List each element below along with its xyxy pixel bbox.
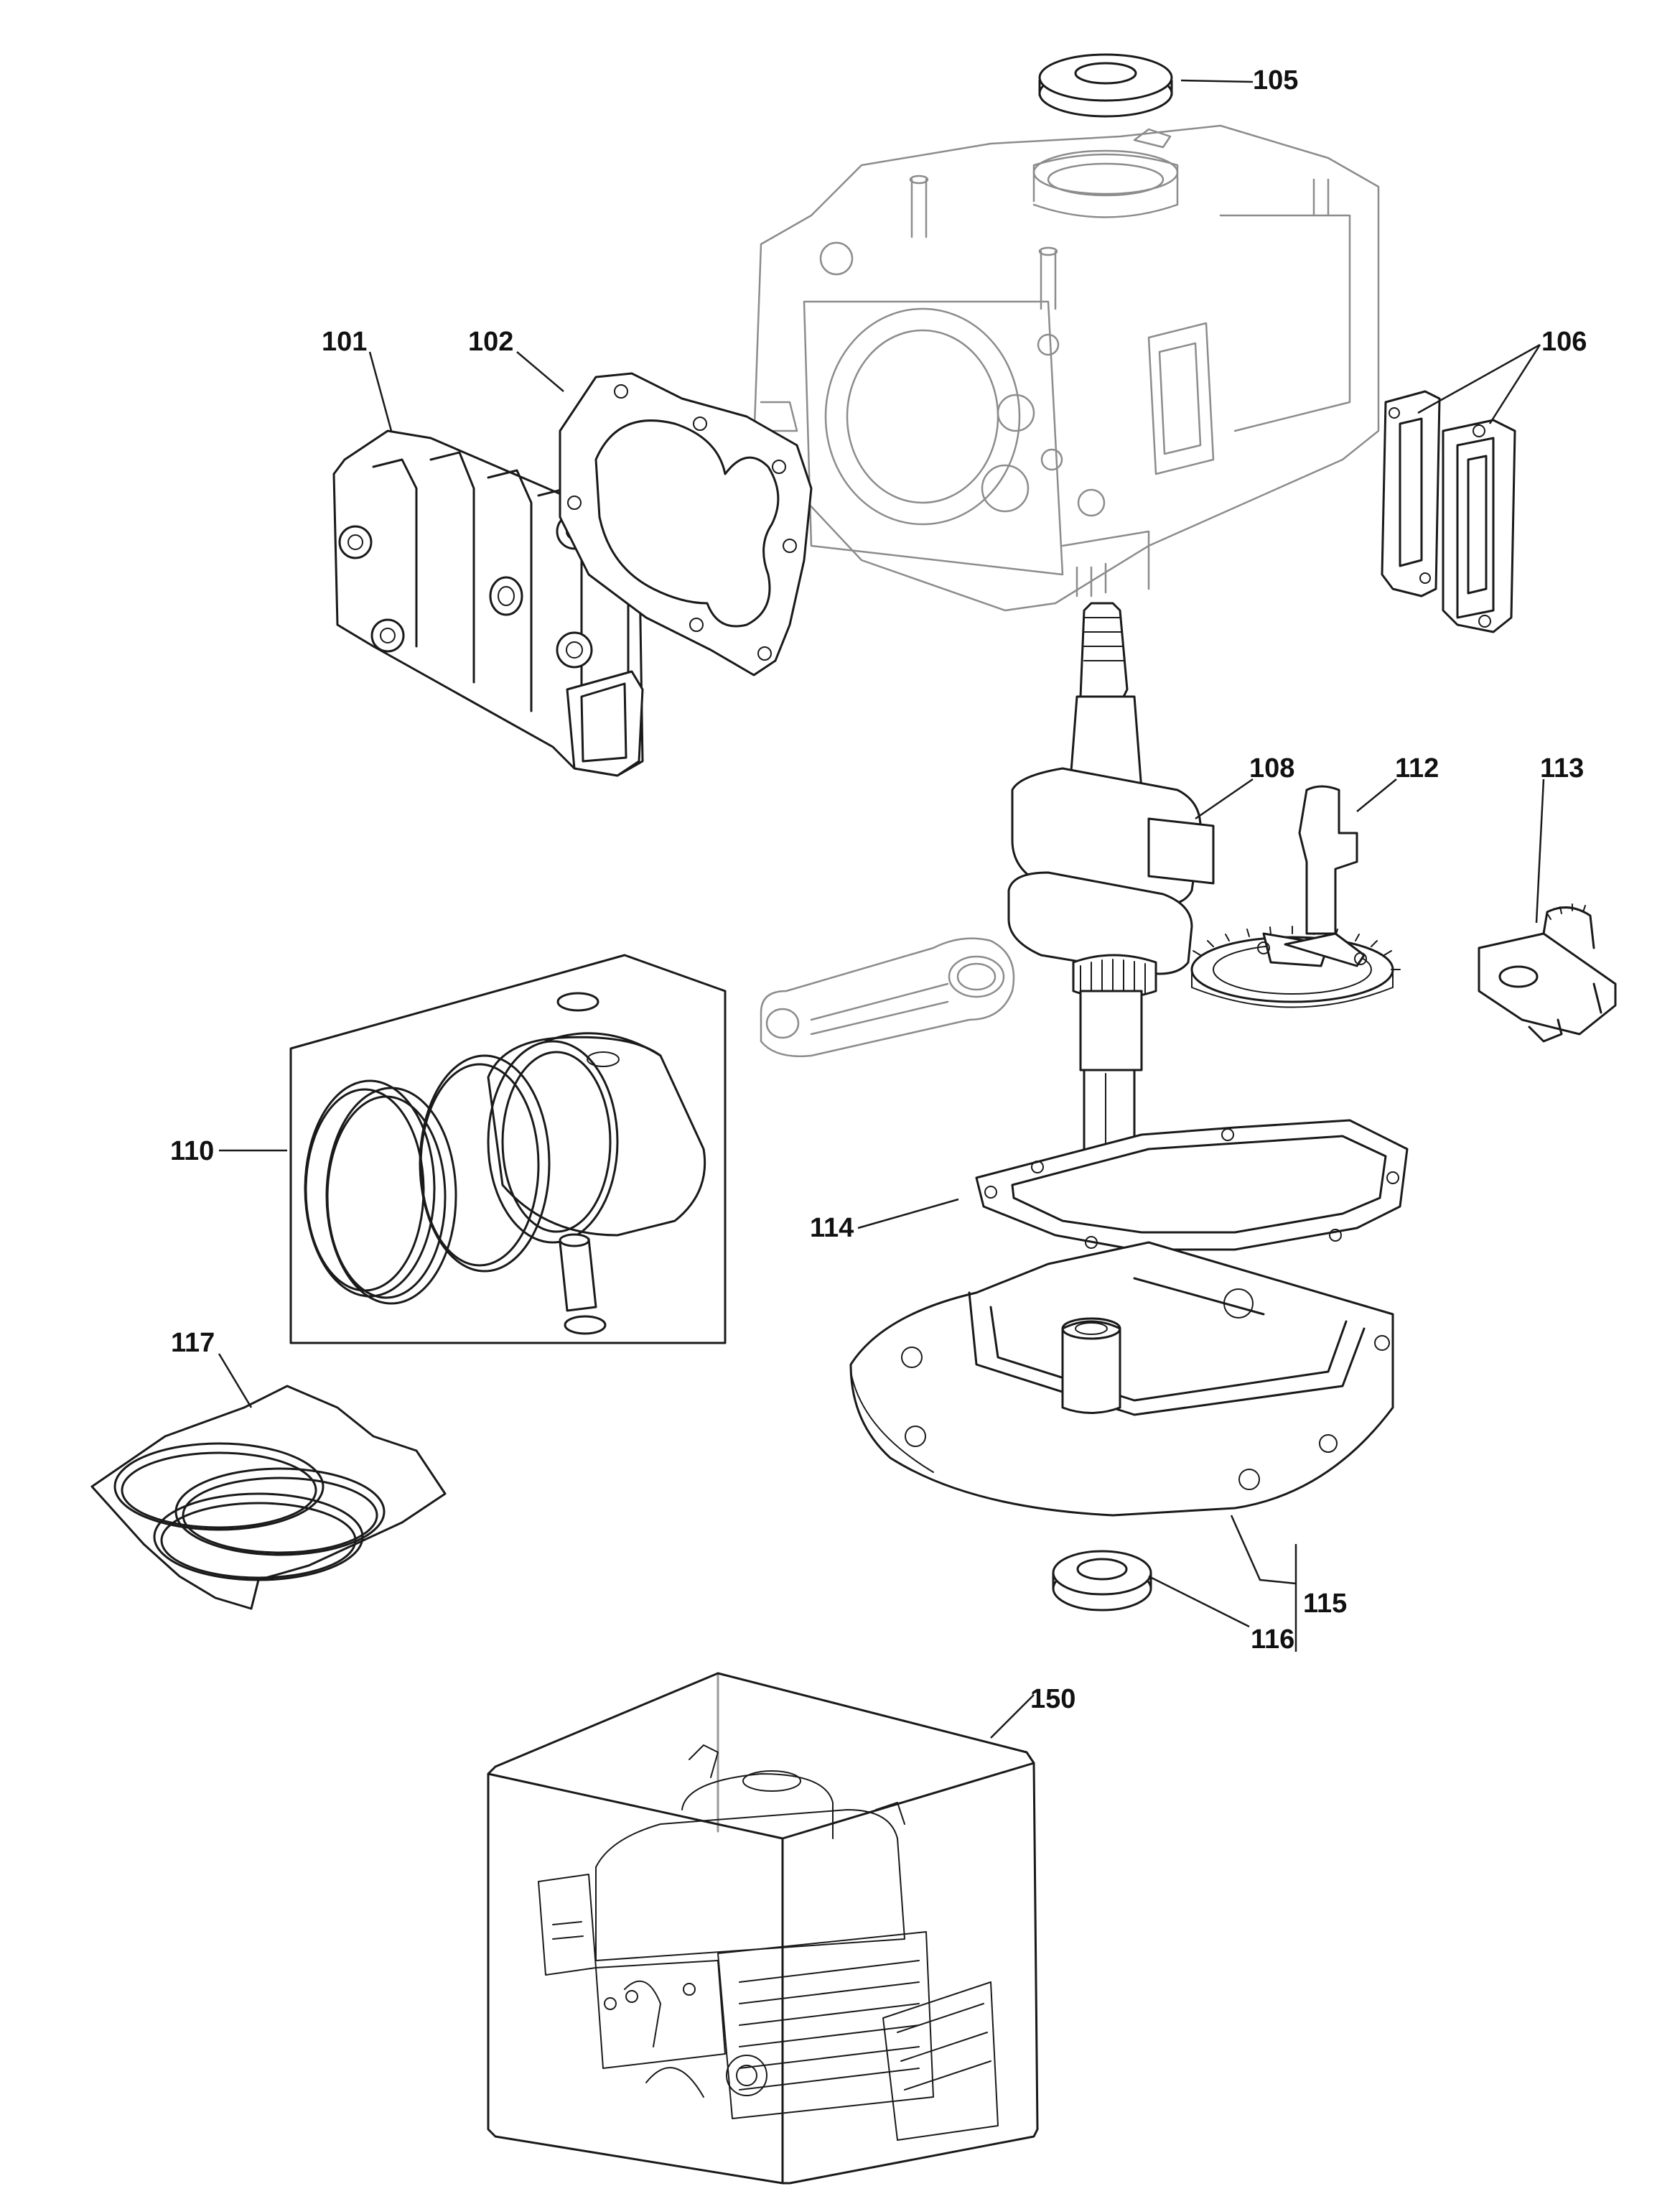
part-114-crankcase-gasket[interactable] <box>975 1119 1409 1251</box>
part-106-breather-gasket[interactable] <box>1381 390 1441 598</box>
leader-112 <box>1356 778 1397 812</box>
label-105: 105 <box>1253 65 1298 96</box>
label-112: 112 <box>1395 753 1439 784</box>
label-106: 106 <box>1541 327 1587 357</box>
leader-102 <box>516 351 564 392</box>
crankcase-block <box>752 124 1380 612</box>
part-113-governor-assembly[interactable] <box>1478 903 1617 1043</box>
part-116-oil-seal[interactable] <box>1052 1550 1152 1612</box>
label-150: 150 <box>1030 1684 1075 1714</box>
leader-117 <box>218 1353 253 1408</box>
part-112-camshaft[interactable] <box>1190 785 1401 1008</box>
label-115: 115 <box>1303 1589 1347 1619</box>
part-117-piston-ring-set[interactable] <box>90 1385 447 1610</box>
leader-108 <box>1195 778 1254 820</box>
part-106-breather-cover[interactable] <box>1442 419 1516 633</box>
label-116: 116 <box>1251 1624 1294 1655</box>
leader-115 <box>1230 1515 1297 1585</box>
part-labels: 105 101 102 106 108 112 113 110 114 115 … <box>170 65 1587 1714</box>
leader-150 <box>990 1694 1035 1739</box>
leader-lines <box>218 79 1545 1739</box>
leader-113 <box>1535 778 1545 924</box>
label-102: 102 <box>468 327 513 357</box>
label-110: 110 <box>170 1136 214 1166</box>
label-113: 113 <box>1540 753 1584 784</box>
part-110-piston-kit[interactable] <box>289 954 727 1344</box>
part-105-oil-seal[interactable] <box>1038 53 1173 118</box>
leader-106b <box>1488 344 1541 424</box>
label-114: 114 <box>810 1213 854 1243</box>
connecting-rod <box>760 937 1015 1057</box>
part-150-engine-assembly[interactable] <box>487 1672 1039 2185</box>
leader-116 <box>1148 1575 1250 1628</box>
leader-114 <box>857 1198 959 1229</box>
leader-105 <box>1180 79 1254 83</box>
label-108: 108 <box>1249 753 1294 784</box>
part-108-crankshaft[interactable] <box>1007 602 1215 1168</box>
label-101: 101 <box>322 327 367 357</box>
part-115-crankcase-cover[interactable] <box>849 1241 1394 1517</box>
leader-101 <box>368 351 393 432</box>
label-117: 117 <box>171 1328 215 1358</box>
part-102-head-gasket[interactable] <box>559 372 813 676</box>
leader-106a <box>1417 343 1541 414</box>
